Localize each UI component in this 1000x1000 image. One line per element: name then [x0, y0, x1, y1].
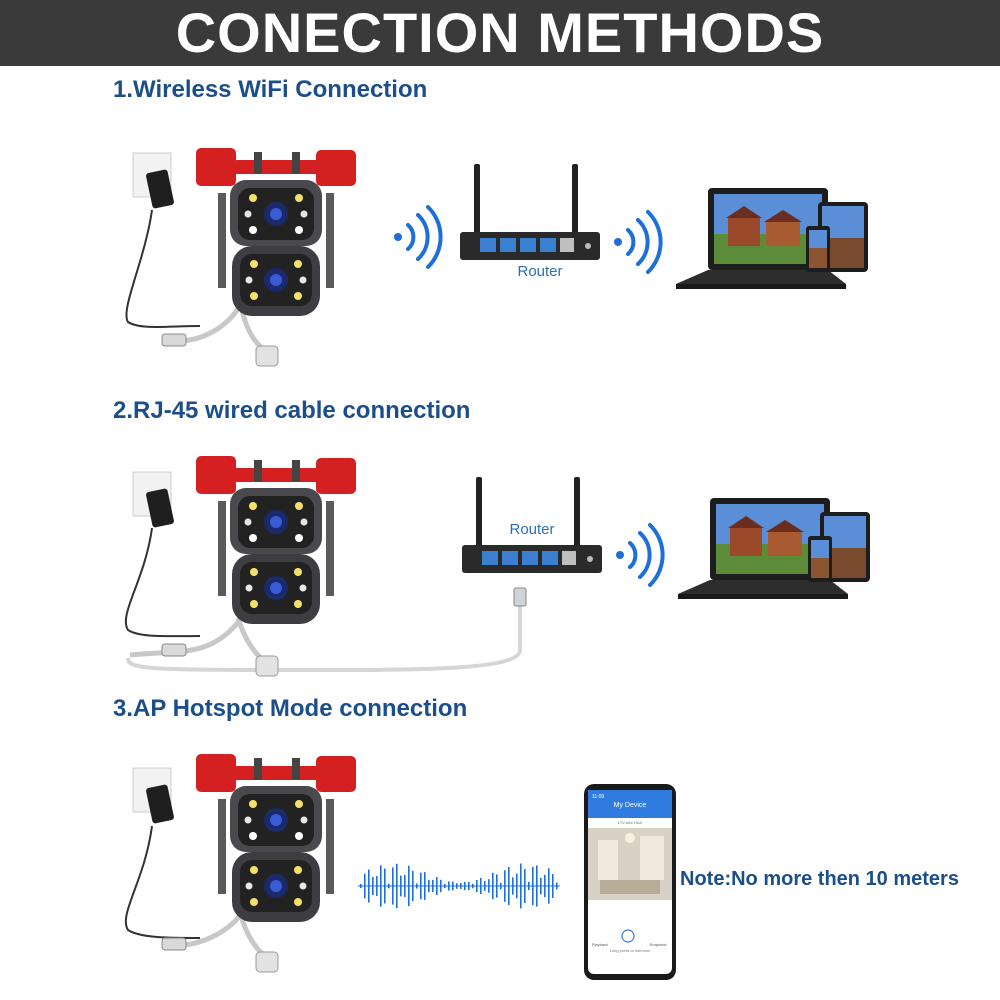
wave-bar — [464, 881, 466, 891]
wave-bar — [424, 872, 426, 900]
rj45-section: Router — [124, 456, 870, 677]
wave-bar — [492, 872, 494, 900]
section-heading-ap-hotspot: 3.AP Hotspot Mode connection — [113, 695, 468, 722]
wave-bar — [468, 881, 470, 891]
wave-bar — [520, 863, 522, 909]
distance-note: Note:No more then 10 meters — [680, 868, 959, 890]
smartphone: 11:09 My Device LTV-###-HAA Playback Sna… — [584, 784, 676, 980]
dual-lens-camera — [196, 456, 356, 624]
wave-bar — [476, 880, 478, 892]
section-heading-wifi: 1.Wireless WiFi Connection — [113, 76, 428, 103]
router-icon — [460, 164, 600, 260]
dc-connector — [161, 643, 187, 657]
wave-bar — [440, 879, 442, 893]
wave-bar — [372, 876, 374, 896]
wave-bar — [480, 878, 482, 894]
section-heading-rj45: 2.RJ-45 wired cable connection — [113, 397, 471, 424]
client-devices-icon — [676, 188, 868, 289]
wave-bar — [524, 869, 526, 903]
wave-bar — [416, 883, 418, 889]
wave-bar — [404, 875, 406, 897]
wave-bar — [496, 874, 498, 898]
wave-bar — [396, 863, 398, 909]
dual-lens-camera — [196, 148, 356, 316]
ethernet-cable — [126, 602, 522, 673]
playback-button[interactable]: Playback — [592, 942, 608, 947]
wave-bar — [532, 866, 534, 906]
rj45-connector — [255, 345, 279, 367]
sound-wave-icon — [360, 863, 558, 909]
wave-bar — [472, 883, 474, 889]
rj45-connector — [255, 951, 279, 973]
wifi-signal-icon — [612, 210, 663, 274]
power-outlet — [132, 152, 176, 210]
wave-bar — [540, 877, 542, 895]
power-outlet — [132, 471, 176, 529]
wave-bar — [376, 876, 378, 896]
intercom-hint: Long press to intercom — [610, 948, 651, 953]
wave-bar — [548, 868, 550, 904]
wave-bar — [508, 866, 510, 906]
rj45-plug — [513, 587, 527, 607]
dc-connector — [161, 937, 187, 951]
wave-bar — [420, 872, 422, 900]
wave-bar — [384, 868, 386, 904]
router-label: Router — [509, 521, 554, 538]
wave-bar — [488, 879, 490, 893]
wave-bar — [364, 873, 366, 899]
rj45-connector — [255, 655, 279, 677]
wave-bar — [452, 881, 454, 891]
power-outlet — [132, 767, 176, 825]
wave-bar — [444, 883, 446, 889]
wave-bar — [436, 877, 438, 895]
dc-connector — [161, 333, 187, 347]
wave-bar — [392, 867, 394, 905]
ap-hotspot-section: 11:09 My Device LTV-###-HAA Playback Sna… — [124, 754, 676, 980]
wave-bar — [360, 884, 362, 888]
device-id: LTV-###-HAA — [618, 820, 643, 825]
wave-bar — [448, 881, 450, 891]
wave-bar — [400, 875, 402, 897]
status-time: 11:09 — [592, 794, 604, 800]
power-cable — [125, 209, 201, 328]
wave-bar — [516, 873, 518, 899]
wifi-section: Router — [125, 148, 868, 367]
wave-bar — [412, 870, 414, 902]
snapshot-button[interactable]: Snapshot — [650, 942, 668, 947]
wave-bar — [504, 870, 506, 902]
wave-bar — [536, 865, 538, 907]
app-title: My Device — [614, 802, 647, 809]
wave-bar — [428, 879, 430, 893]
router-label: Router — [517, 263, 562, 280]
wave-bar — [552, 874, 554, 898]
wave-bar — [408, 865, 410, 907]
dual-lens-camera — [196, 754, 356, 922]
wave-bar — [484, 881, 486, 891]
wave-bar — [512, 877, 514, 895]
page-title: CONECTION METHODS — [175, 1, 825, 64]
wave-bar — [380, 865, 382, 907]
wave-bar — [388, 883, 390, 889]
wave-bar — [460, 883, 462, 889]
camera-cable — [129, 618, 242, 658]
wave-bar — [500, 882, 502, 890]
wave-bar — [456, 883, 458, 889]
wifi-signal-icon — [614, 523, 665, 587]
wave-bar — [528, 881, 530, 891]
power-cable — [124, 825, 201, 939]
power-cable — [124, 527, 201, 638]
wave-bar — [368, 869, 370, 903]
wave-bar — [544, 874, 546, 898]
client-devices-icon — [678, 498, 870, 599]
title-bar: CONECTION METHODS — [0, 0, 1000, 66]
wave-bar — [556, 882, 558, 890]
wifi-signal-icon — [392, 205, 443, 269]
wave-bar — [432, 879, 434, 893]
microphone-icon[interactable] — [621, 929, 635, 943]
